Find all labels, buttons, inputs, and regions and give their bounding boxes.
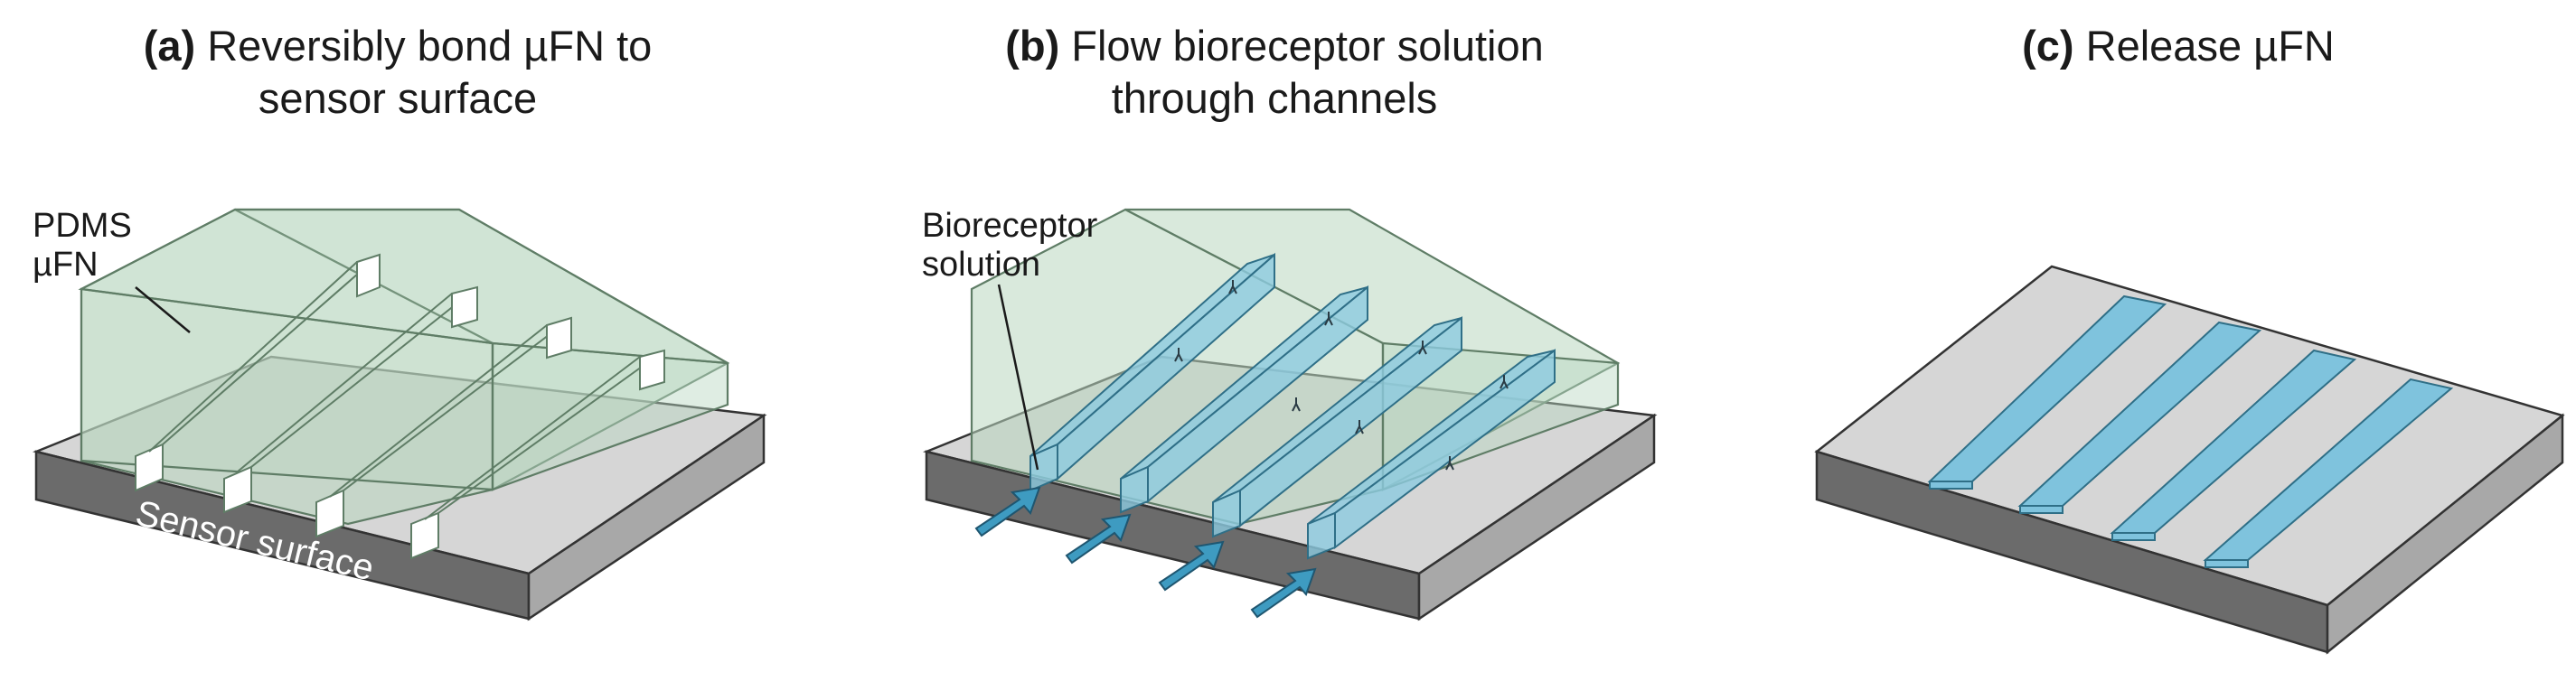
flow-arrow-2: [1065, 513, 1132, 565]
flow-arrow-1: [974, 486, 1041, 537]
panel-b-flow-arrows: [974, 486, 1317, 619]
panel-b-substrate-side: [1417, 413, 1656, 621]
panel-b-title-line2: through channels: [1111, 74, 1438, 122]
panel-a-ufn-leader-line: [135, 286, 191, 333]
panel-b-title: (b) Flow bioreceptor solution through ch…: [904, 20, 1645, 125]
panel-a-label-pdms: PDMS: [33, 207, 132, 245]
panel-a-title-line2: sensor surface: [258, 74, 538, 122]
panel-b-label-bioreceptor-line1: Bioreceptor: [922, 207, 1098, 245]
panel-c-title: (c) Release µFN: [1808, 20, 2549, 72]
panel-c-title-line1: Release µFN: [2085, 22, 2335, 70]
panel-b-letter: (b): [1005, 22, 1060, 70]
panel-a-channels: [135, 253, 665, 560]
panel-c-substrate-side: [2326, 413, 2564, 655]
panel-a-illustration: PDMS µFN Sensor surface: [32, 207, 767, 621]
panel-c-illustration: [1814, 265, 2565, 655]
panel-a-letter: (a): [143, 22, 196, 70]
panel-b-bioreceptor-leader-line: [997, 284, 1039, 471]
flow-arrow-3: [1158, 540, 1225, 592]
panel-b-illustration: Bioreceptor solution: [922, 207, 1658, 621]
panel-a-title: (a) Reversibly bond µFN to sensor surfac…: [27, 20, 768, 125]
panel-b-bioreceptor-molecules: [1174, 280, 1509, 471]
panel-b-title-line1: Flow bioreceptor solution: [1071, 22, 1544, 70]
flow-arrow-4: [1250, 567, 1317, 619]
panel-a-title-line1: Reversibly bond µFN to: [207, 22, 653, 70]
panel-c-letter: (c): [2022, 22, 2074, 70]
panel-c-bioreceptor-strips: [1927, 294, 2454, 568]
panel-c-substrate-top: [1814, 265, 2565, 607]
panel-b-filled-channels: [1029, 252, 1556, 560]
panel-b-label-bioreceptor-line2: solution: [922, 246, 1040, 284]
panel-a-substrate-side: [527, 413, 766, 621]
panel-a-label-ufn: µFN: [33, 246, 99, 284]
